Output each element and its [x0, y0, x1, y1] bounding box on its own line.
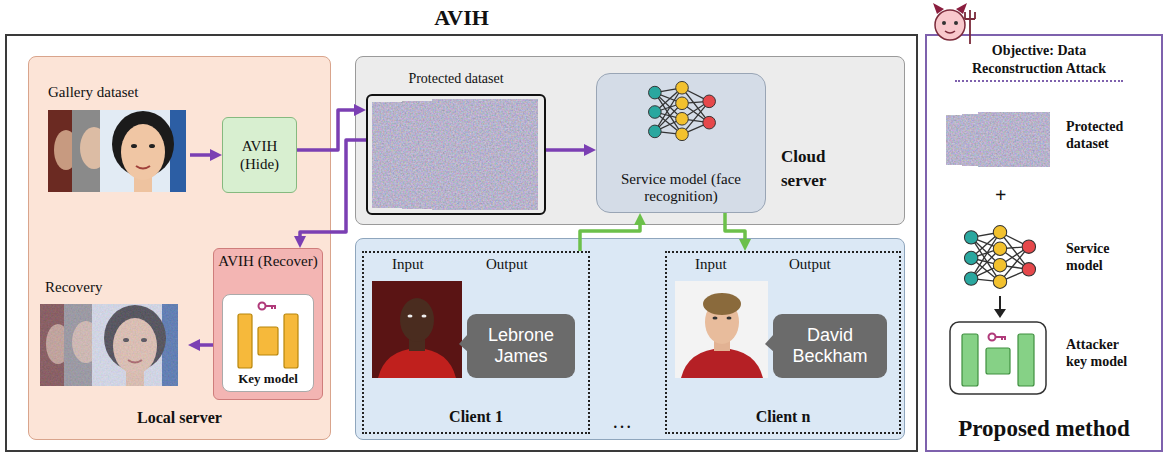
plus-sign: +: [995, 184, 1006, 207]
local-server-panel: Local server Gallery datasetAVIH (Hide) Re…: [28, 56, 331, 440]
node-label: Lebrone James: [471, 325, 571, 367]
node-label: Recovery: [45, 279, 102, 296]
node-label: Key model: [223, 371, 313, 387]
node-text: Output: [486, 256, 528, 273]
attack-panel: Objective: Data Reconstruction AttackPro…: [925, 34, 1163, 452]
key-model-box: Key model: [222, 294, 314, 392]
output-bubble: David Beckham: [773, 314, 887, 378]
node-label: Objective: Data Reconstruction Attack: [955, 42, 1123, 82]
cloud-server-panel: Cloud server Protected datasetService mod…: [355, 56, 905, 225]
client-box: Input OutputClient 1 Lebrone James: [362, 251, 590, 434]
node-label: AVIH (Hide): [229, 137, 290, 173]
node-text: Output: [789, 256, 831, 273]
node-label: Cloud server: [781, 145, 861, 193]
node-label: Service model (face recognition): [619, 171, 743, 205]
node-label: Gallery dataset: [48, 84, 138, 101]
node-text: Client n: [667, 408, 899, 426]
protected-dataset: Protected dataset: [366, 94, 546, 215]
item-label: Protected dataset: [1066, 118, 1140, 152]
service-model: Service model (face recognition): [596, 73, 766, 213]
client-box: Input OutputClient n David Beckham: [665, 251, 901, 434]
output-bubble: Lebrone James: [467, 314, 575, 378]
node-text: Proposed method: [927, 416, 1161, 442]
node-label: AVIH (Recover): [218, 253, 318, 270]
item-label: Service model: [1066, 240, 1136, 274]
node-label: Input: [392, 256, 424, 273]
hide-module: AVIH (Hide): [222, 117, 297, 193]
ellipsis: …: [612, 410, 632, 433]
node-label: David Beckham: [777, 325, 883, 367]
node-label: Input: [695, 256, 727, 273]
node-label: Protected dataset: [368, 71, 544, 87]
item-label: Attacker key model: [1066, 336, 1136, 370]
node-label: Local server: [29, 409, 330, 427]
node-label: AVIH: [7, 5, 916, 31]
node-text: Client 1: [364, 408, 588, 426]
recover-module: AVIH (Recover) Key model: [213, 248, 323, 400]
recovery-output: Recovery: [33, 279, 188, 385]
system-frame: AVIHLocal serverGallery datasetAVIH (Hid…: [5, 34, 918, 452]
gallery-dataset: Gallery dataset: [38, 84, 190, 192]
